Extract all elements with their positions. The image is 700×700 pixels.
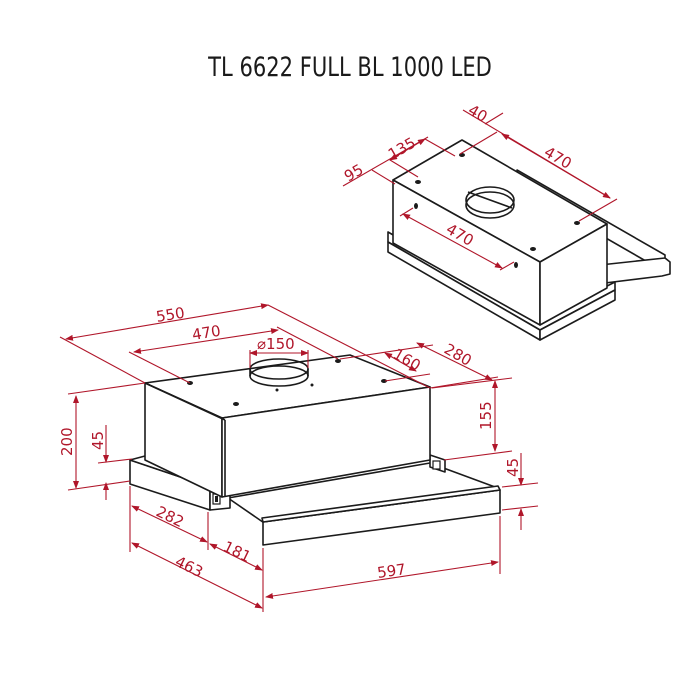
dim-95: 95: [341, 160, 367, 185]
dim-470: 470: [191, 322, 222, 344]
dim-45-right: 45: [504, 458, 522, 477]
dim-diameter-150: ⌀150: [257, 335, 295, 353]
dim-155: 155: [477, 401, 495, 430]
dim-40: 40: [465, 101, 491, 126]
main-view-drawing: [129, 354, 501, 546]
dim-45-left: 45: [89, 431, 107, 450]
dim-200: 200: [58, 427, 76, 456]
dim-550: 550: [155, 304, 186, 326]
dim-282: 282: [153, 502, 187, 531]
dim-280: 280: [441, 340, 475, 370]
dim-597: 597: [376, 560, 407, 582]
top-view-drawing: [387, 139, 671, 341]
dim-470-top: 470: [541, 143, 575, 173]
dim-181: 181: [220, 537, 254, 566]
product-title: TL 6622 FULL BL 1000 LED: [208, 52, 492, 83]
